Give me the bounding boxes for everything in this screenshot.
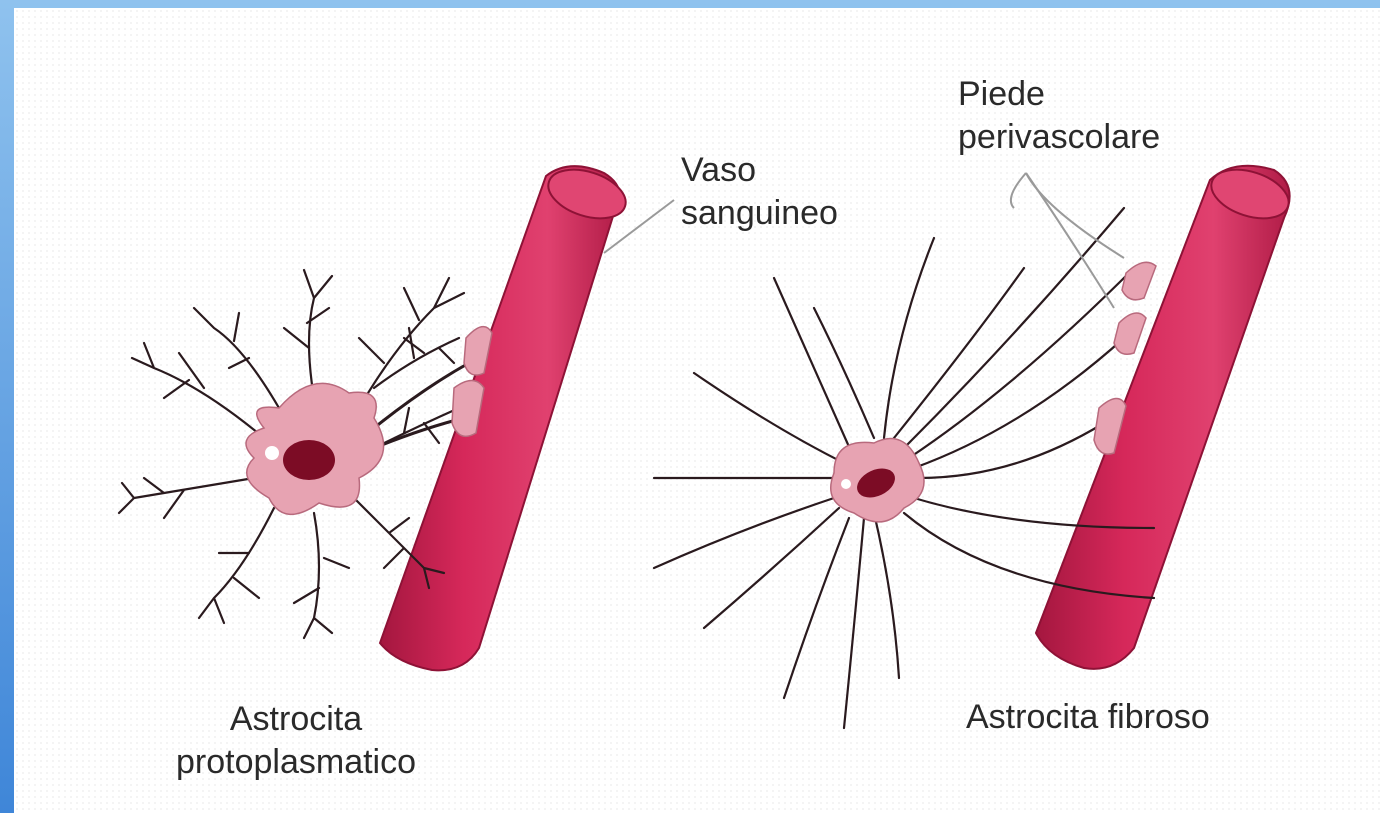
perivascular-foot-leader-line-3: [1011, 173, 1026, 208]
blood-vessel-left: [380, 161, 632, 671]
astrocyte-diagram: [14, 8, 1380, 813]
label-fibrous-astrocyte: Astrocita fibroso: [966, 696, 1210, 739]
label-vessel: Vaso sanguineo: [681, 149, 838, 235]
label-vessel-line-1: Vaso: [681, 149, 838, 192]
label-perivascular-foot-line-1: Piede: [958, 73, 1160, 116]
label-protoplasmic-astrocyte: Astrocita protoplasmatico: [176, 698, 416, 784]
label-vessel-line-2: sanguineo: [681, 192, 838, 235]
label-protoplasmic-line-1: Astrocita: [176, 698, 416, 741]
label-perivascular-foot-line-2: perivascolare: [958, 116, 1160, 159]
label-protoplasmic-line-2: protoplasmatico: [176, 741, 416, 784]
blood-vessel-right: [1036, 161, 1295, 669]
diagram-canvas: Vaso sanguineo Piede perivascolare Astro…: [14, 8, 1380, 813]
label-perivascular-foot: Piede perivascolare: [958, 73, 1160, 159]
label-fibrous-line-1: Astrocita fibroso: [966, 696, 1210, 739]
perivascular-foot-leader-line-2: [1026, 173, 1114, 308]
